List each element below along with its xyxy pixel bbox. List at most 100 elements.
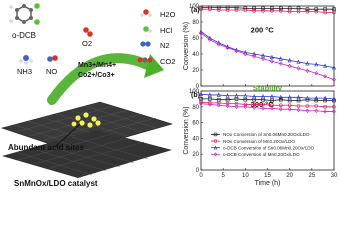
data-point-a-1-10 bbox=[287, 9, 292, 14]
legend-label-1: NOx Conversion of Mn0.20Ox/LDO bbox=[223, 139, 295, 144]
legend-label-0: NOx Conversion of Sn0.06Mn0.20Ox/LDO bbox=[223, 132, 310, 137]
data-point-b-3-11 bbox=[296, 107, 301, 113]
carbon-dioxide-molecule-icon bbox=[137, 57, 153, 63]
legend-marker-0 bbox=[213, 132, 218, 137]
oxygen-molecule-icon bbox=[83, 27, 93, 37]
data-point-a-0-13 bbox=[314, 7, 319, 11]
data-point-a-3-11 bbox=[296, 66, 301, 71]
oxygen-label: O2 bbox=[82, 39, 92, 48]
data-point-a-0-12 bbox=[305, 7, 310, 11]
panel-tag-a: (a) bbox=[191, 7, 200, 14]
data-point-b-1-15 bbox=[332, 105, 336, 109]
x-tick-label-b-5: 5 bbox=[221, 173, 225, 179]
data-point-b-3-14 bbox=[323, 109, 328, 114]
data-point-a-2-14 bbox=[323, 63, 328, 68]
data-point-b-3-8 bbox=[270, 106, 274, 111]
data-point-b-0-9 bbox=[278, 97, 283, 102]
odcb-molecule-icon bbox=[9, 3, 40, 25]
y-tick-label-b-0: 0 bbox=[196, 168, 200, 174]
y-tick-label-a-40: 40 bbox=[192, 52, 199, 58]
data-point-a-1-12 bbox=[305, 9, 310, 14]
legend-label-3: o-DCB Conversion of Mn0.20Ox/LDO bbox=[223, 152, 300, 157]
data-point-b-1-3 bbox=[225, 101, 230, 106]
data-point-a-1-6 bbox=[252, 9, 256, 13]
cobalt-ion-label: Co2+/Co3+ bbox=[78, 72, 115, 79]
data-point-a-2-13 bbox=[314, 61, 319, 67]
series-line-b-3 bbox=[200, 103, 334, 112]
data-point-b-2-12 bbox=[305, 95, 310, 100]
x-tick-label-b-10: 10 bbox=[242, 173, 249, 179]
y-tick-label-b-80: 80 bbox=[192, 105, 199, 111]
data-point-a-1-0 bbox=[199, 7, 203, 11]
data-point-a-1-1 bbox=[208, 7, 212, 11]
data-point-b-0-1 bbox=[208, 97, 212, 101]
data-point-a-3-7 bbox=[261, 56, 265, 62]
water-label: H2O bbox=[160, 10, 176, 19]
data-point-b-3-9 bbox=[278, 106, 283, 112]
data-point-b-0-14 bbox=[323, 98, 327, 103]
data-point-a-2-0 bbox=[199, 29, 203, 34]
data-point-a-2-6 bbox=[252, 51, 257, 56]
data-point-a-0-3 bbox=[225, 5, 230, 10]
x-tick-label-b-15: 15 bbox=[264, 173, 271, 179]
data-point-b-3-1 bbox=[207, 102, 212, 107]
data-point-a-2-10 bbox=[287, 57, 292, 63]
data-point-a-2-8 bbox=[269, 54, 274, 60]
panel-tag-b: (b) bbox=[191, 92, 200, 99]
series-line-b-1 bbox=[200, 101, 334, 108]
x-tick-label-b-30: 30 bbox=[331, 173, 338, 179]
data-point-a-1-11 bbox=[296, 9, 301, 14]
acid-sites-label: Abundant acid sites bbox=[8, 143, 85, 152]
legend-marker-2 bbox=[213, 145, 218, 150]
data-point-a-3-15 bbox=[332, 77, 336, 82]
data-point-a-3-4 bbox=[234, 48, 239, 54]
series-line-b-0 bbox=[201, 98, 334, 101]
data-point-b-2-15 bbox=[332, 96, 336, 101]
carbon-dioxide-label: CO2 bbox=[160, 57, 175, 66]
data-point-b-3-0 bbox=[199, 101, 203, 106]
y-axis-label-b: Conversion (%) bbox=[183, 106, 190, 154]
data-point-a-3-14 bbox=[323, 74, 328, 79]
data-point-b-2-1 bbox=[207, 92, 212, 97]
data-point-b-3-3 bbox=[225, 103, 230, 109]
data-point-a-3-13 bbox=[314, 70, 319, 76]
data-point-a-1-14 bbox=[323, 10, 327, 15]
data-point-a-3-0 bbox=[199, 30, 203, 36]
data-point-a-0-7 bbox=[261, 6, 265, 11]
y-tick-label-a-0: 0 bbox=[196, 84, 200, 90]
data-point-a-3-9 bbox=[278, 61, 283, 66]
data-point-b-3-2 bbox=[216, 102, 221, 108]
data-point-b-2-13 bbox=[314, 95, 319, 100]
data-point-b-2-14 bbox=[323, 95, 328, 100]
data-point-b-3-4 bbox=[234, 104, 239, 110]
temperature-annotation-a: 200 °C bbox=[251, 25, 275, 34]
x-tick-label-b-25: 25 bbox=[308, 173, 315, 179]
data-point-a-3-10 bbox=[287, 63, 292, 69]
data-point-a-1-8 bbox=[270, 9, 274, 13]
ammonia-label: NH3 bbox=[17, 67, 32, 76]
data-point-b-0-5 bbox=[243, 97, 248, 102]
data-point-b-3-6 bbox=[252, 105, 257, 110]
data-point-a-1-3 bbox=[225, 8, 230, 12]
data-point-a-0-8 bbox=[270, 6, 274, 11]
data-point-b-1-12 bbox=[305, 104, 310, 108]
data-point-b-3-10 bbox=[287, 106, 292, 112]
data-point-a-2-11 bbox=[296, 59, 301, 64]
nitrogen-molecule-icon bbox=[140, 41, 151, 47]
data-point-b-3-5 bbox=[243, 104, 248, 110]
data-point-a-1-13 bbox=[314, 9, 319, 14]
data-point-b-0-13 bbox=[314, 98, 319, 103]
x-axis-label-b: Time (h) bbox=[255, 180, 281, 187]
series-line-b-2 bbox=[200, 93, 335, 100]
legend-label-2: o-DCB Conversion of Sn0.06Mn0.20Ox/LDO bbox=[223, 145, 315, 150]
data-point-b-2-8 bbox=[269, 94, 274, 99]
data-point-a-1-15 bbox=[332, 10, 336, 15]
y-tick-label-a-100: 100 bbox=[189, 4, 200, 10]
data-point-b-0-3 bbox=[225, 97, 230, 102]
catalyst-layer-lower bbox=[2, 130, 172, 178]
data-point-a-0-4 bbox=[234, 5, 239, 10]
x-tick-label-b-20: 20 bbox=[286, 173, 293, 179]
data-point-a-1-7 bbox=[261, 9, 265, 13]
y-tick-label-a-80: 80 bbox=[192, 20, 199, 26]
